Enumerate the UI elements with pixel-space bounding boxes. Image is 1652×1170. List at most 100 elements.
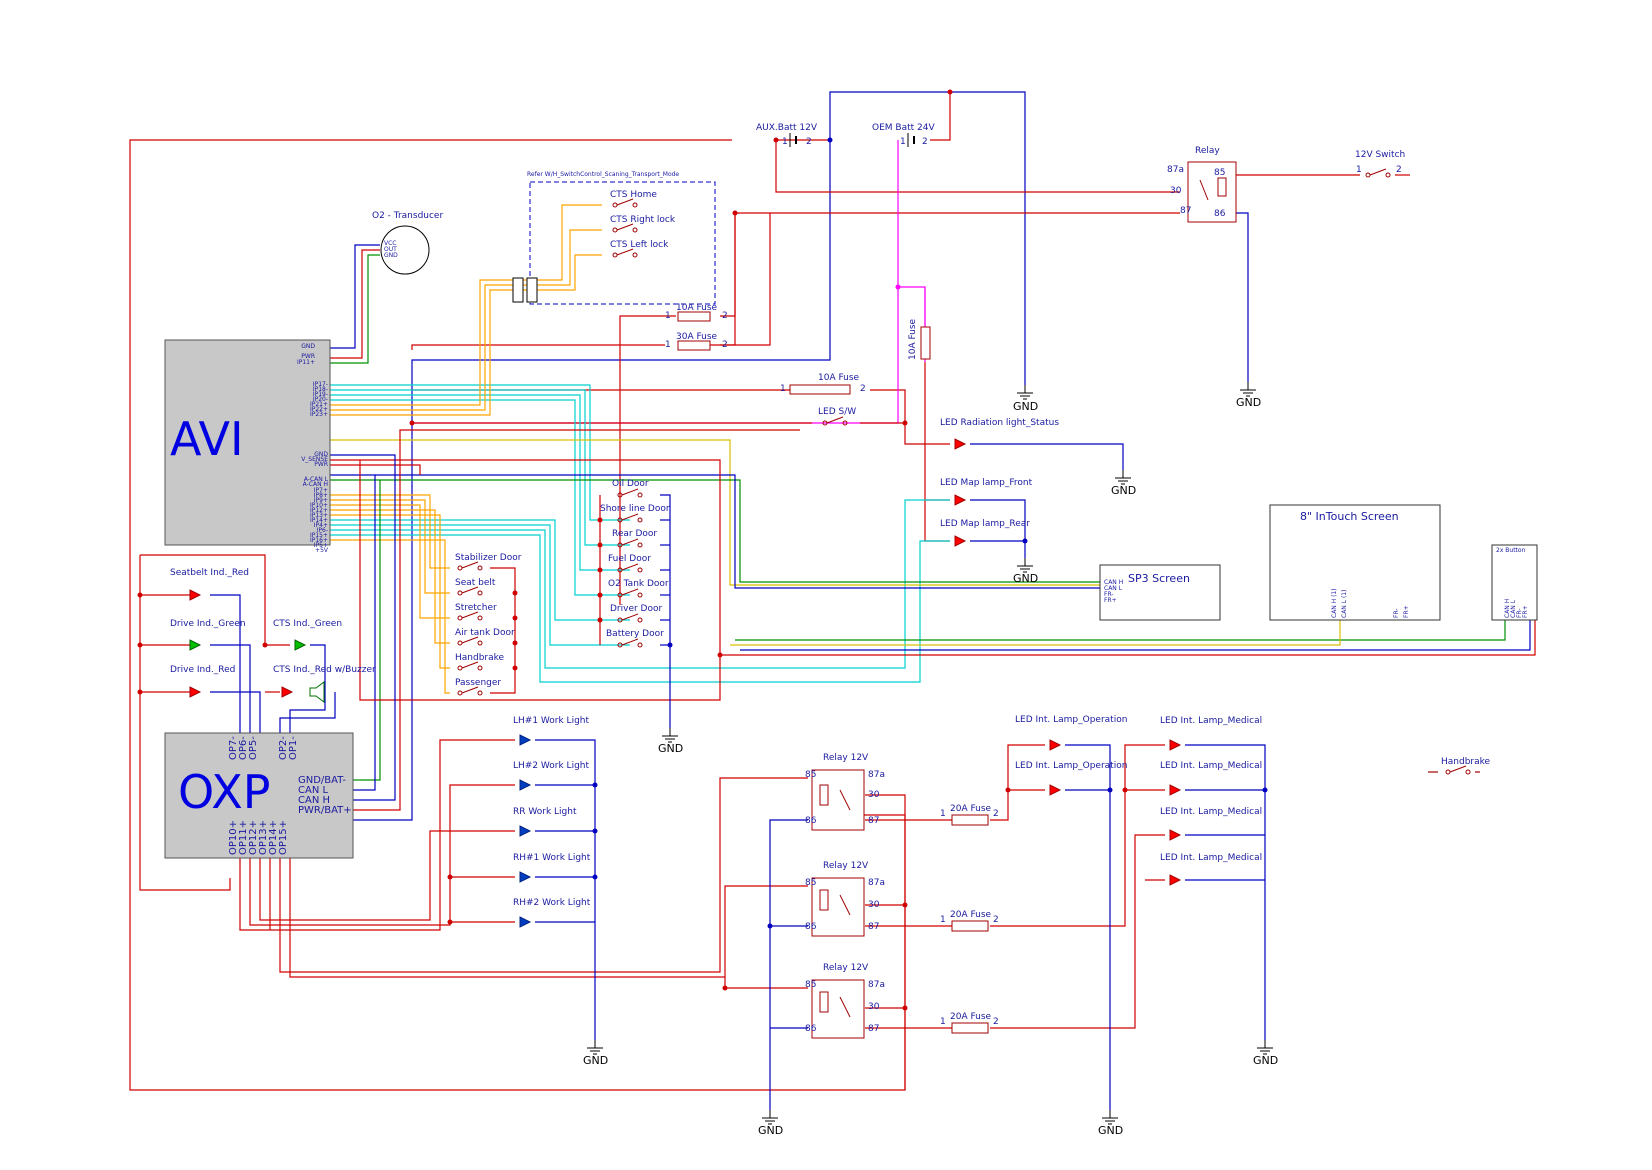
svg-text:87: 87: [868, 1024, 879, 1034]
svg-text:8" InTouch Screen: 8" InTouch Screen: [1300, 510, 1399, 523]
svg-text:Shore line Door: Shore line Door: [600, 504, 670, 514]
svg-text:GND: GND: [1013, 572, 1038, 585]
svg-text:FR+: FR+: [1403, 605, 1410, 618]
svg-text:1: 1: [665, 311, 671, 321]
svg-text:RH#2 Work Light: RH#2 Work Light: [513, 898, 591, 908]
svg-text:Relay 12V: Relay 12V: [823, 753, 869, 763]
svg-text:2: 2: [922, 137, 928, 147]
svg-text:V_SENSE: V_SENSE: [301, 456, 328, 463]
svg-text:86: 86: [1214, 209, 1226, 219]
svg-text:20A Fuse: 20A Fuse: [950, 804, 992, 814]
svg-text:Relay 12V: Relay 12V: [823, 963, 869, 973]
svg-text:IP15+: IP15+: [310, 532, 328, 539]
svg-text:OUT: OUT: [384, 246, 397, 253]
avi-title: AVI: [170, 412, 244, 466]
svg-text:2: 2: [993, 809, 999, 819]
svg-text:Passenger: Passenger: [455, 678, 501, 688]
svg-text:30: 30: [868, 790, 880, 800]
svg-text:IP21+: IP21+: [310, 401, 328, 408]
svg-text:IP17-: IP17-: [313, 381, 328, 388]
svg-text:87a: 87a: [868, 980, 885, 990]
svg-text:IP12+: IP12+: [310, 507, 328, 514]
svg-text:CAN H: CAN H: [1104, 579, 1123, 586]
svg-text:CAN H (1): CAN H (1): [1331, 588, 1338, 618]
svg-text:IP18-: IP18-: [313, 386, 328, 393]
svg-text:FR-: FR-: [1393, 608, 1400, 618]
intouch-screen: 8" InTouch Screen CAN H (1) CAN L (1) FR…: [1269, 504, 1441, 621]
svg-text:85: 85: [805, 770, 816, 780]
svg-text:86: 86: [805, 922, 817, 932]
svg-text:86: 86: [805, 1024, 817, 1034]
svg-text:Drive Ind._Red: Drive Ind._Red: [170, 665, 235, 675]
svg-text:IP9+: IP9+: [314, 497, 328, 504]
svg-text:10A Fuse: 10A Fuse: [908, 318, 918, 360]
svg-text:CTS Home: CTS Home: [610, 190, 657, 200]
svg-text:2: 2: [722, 311, 728, 321]
svg-text:LED Radiation light_Status: LED Radiation light_Status: [940, 418, 1059, 428]
svg-text:20A Fuse: 20A Fuse: [950, 1012, 992, 1022]
svg-text:GND: GND: [1098, 1124, 1123, 1137]
svg-text:85: 85: [1214, 168, 1225, 178]
svg-text:OP15+: OP15+: [278, 820, 289, 855]
svg-text:OP13+: OP13+: [258, 820, 269, 855]
svg-text:CAN L (1): CAN L (1): [1341, 590, 1348, 618]
avi-pin-labels: GND PWR IP11+ IP17- IP18- IP19- IP20- IP…: [297, 343, 329, 554]
svg-text:IP13+: IP13+: [310, 512, 328, 519]
svg-text:20A Fuse: 20A Fuse: [950, 910, 992, 920]
svg-text:VCC: VCC: [384, 240, 396, 247]
svg-text:IP7+: IP7+: [314, 487, 328, 494]
svg-text:FR+: FR+: [1522, 605, 1529, 618]
svg-text:87a: 87a: [868, 770, 885, 780]
grounds: GND GND GND GND GND GND GND GND GND: [583, 381, 1278, 1137]
svg-text:IP19-: IP19-: [313, 391, 328, 398]
svg-text:OP14+: OP14+: [268, 820, 279, 855]
svg-text:CAN H: CAN H: [1504, 599, 1511, 618]
oxp-side-pins: GND/BAT- CAN L CAN H PWR/BAT+: [298, 775, 352, 816]
svg-text:PWR: PWR: [314, 461, 328, 468]
svg-text:10A Fuse: 10A Fuse: [676, 303, 718, 313]
svg-text:FR-: FR-: [1104, 591, 1114, 598]
relay-12v-1: Relay 12V 85 86 87a 30 87: [805, 753, 885, 831]
svg-text:OP12+: OP12+: [248, 820, 259, 855]
svg-text:IP22+: IP22+: [310, 406, 328, 413]
svg-text:1: 1: [940, 1017, 946, 1027]
svg-text:CTS Ind._Red w/Buzzer: CTS Ind._Red w/Buzzer: [273, 665, 376, 675]
relay-12v-3: Relay 12V 85 86 87a 30 87: [805, 963, 885, 1039]
svg-text:Driver Door: Driver Door: [610, 604, 662, 614]
svg-text:30: 30: [1170, 186, 1182, 196]
svg-text:OP6-: OP6-: [238, 736, 249, 760]
fuse-30a: 30A Fuse: [676, 332, 718, 351]
svg-text:87: 87: [1180, 206, 1191, 216]
svg-text:2: 2: [993, 915, 999, 925]
svg-text:1: 1: [665, 340, 671, 350]
svg-text:IP8+: IP8+: [314, 492, 328, 499]
svg-text:GND: GND: [758, 1124, 783, 1137]
o2-transducer: O2 - Transducer VCC OUT GND: [372, 211, 443, 275]
oxp-bottom-pins: OP10+ OP11+ OP12+ OP13+ OP14+ OP15+: [228, 820, 289, 855]
svg-text:A-CAN L: A-CAN L: [304, 476, 329, 483]
svg-text:IP14+: IP14+: [310, 517, 328, 524]
svg-text:2: 2: [1396, 165, 1402, 175]
svg-text:+5V: +5V: [315, 547, 329, 554]
svg-text:AUX.Batt 12V: AUX.Batt 12V: [756, 123, 818, 133]
svg-text:SP3 Screen: SP3 Screen: [1128, 572, 1190, 585]
svg-text:87a: 87a: [1167, 165, 1184, 175]
svg-text:FR+: FR+: [1104, 597, 1117, 604]
svg-text:Rear Door: Rear Door: [612, 529, 657, 539]
svg-text:CTS Left lock: CTS Left lock: [610, 240, 669, 250]
svg-text:LED Int. Lamp_Medical: LED Int. Lamp_Medical: [1160, 761, 1262, 771]
svg-text:A-CAN H: A-CAN H: [303, 481, 328, 488]
svg-text:12V Switch: 12V Switch: [1355, 150, 1405, 160]
svg-text:2: 2: [860, 384, 866, 394]
svg-text:GND: GND: [301, 343, 315, 350]
svg-text:LH#1 Work Light: LH#1 Work Light: [513, 716, 589, 726]
svg-text:PWR: PWR: [301, 353, 315, 360]
svg-text:GND: GND: [1253, 1054, 1278, 1067]
fuses-20a: 20A Fuse 20A Fuse 20A Fuse: [950, 804, 992, 1034]
svg-text:Handbrake: Handbrake: [1441, 757, 1491, 767]
pin-numbers: 1 2 1 2 1 2 1 2 1 2 1 2 1 2 1 2 1 2: [665, 137, 1402, 1027]
oxp-top-pins: OP7- OP6- OP5- OP2- OP1-: [228, 736, 299, 760]
svg-text:LED Int. Lamp_Operation: LED Int. Lamp_Operation: [1015, 715, 1127, 725]
svg-text:Handbrake: Handbrake: [455, 653, 505, 663]
svg-text:2: 2: [722, 340, 728, 350]
